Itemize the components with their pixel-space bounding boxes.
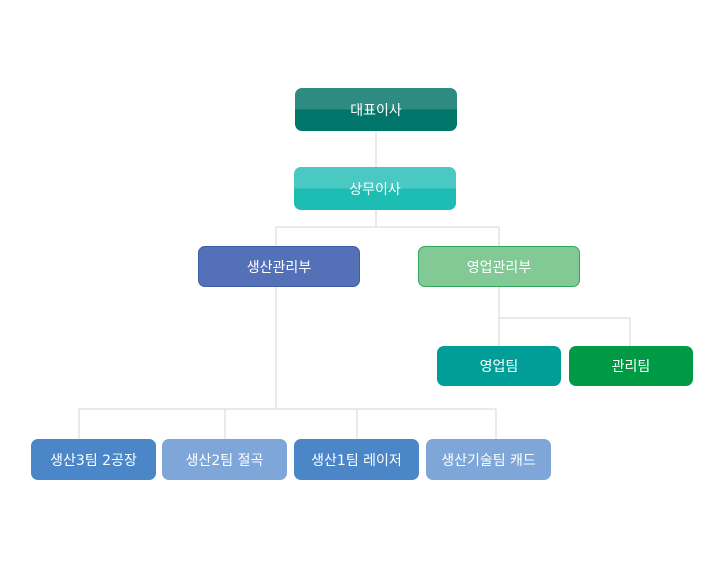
production-dept-label: 생산관리부 — [246, 259, 312, 276]
sales-dept-label: 영업관리부 — [466, 259, 532, 276]
sales-team-label: 영업팀 — [479, 359, 519, 375]
admin-team-label: 관리팀 — [611, 359, 651, 375]
production-team-3-box: 생산3팀 2공장 — [31, 439, 156, 480]
production-dept-box: 생산관리부 — [198, 246, 360, 287]
production-team-1-label: 생산1팀 레이저 — [311, 452, 402, 469]
production-team-1-box: 생산1팀 레이저 — [294, 439, 419, 480]
sales-dept-box: 영업관리부 — [418, 246, 580, 287]
production-team-3-label: 생산3팀 2공장 — [50, 452, 137, 469]
admin-team-box: 관리팀 — [569, 346, 693, 386]
managing-director-box: 상무이사 — [294, 167, 456, 210]
sales-team-box: 영업팀 — [437, 346, 561, 386]
ceo-box: 대표이사 — [295, 88, 457, 131]
ceo-label: 대표이사 — [350, 102, 402, 119]
managing-director-label: 상무이사 — [349, 181, 401, 198]
production-tech-team-label: 생산기술팀 캐드 — [441, 452, 536, 469]
production-team-2-box: 생산2팀 절곡 — [162, 439, 287, 480]
production-team-2-label: 생산2팀 절곡 — [185, 452, 264, 469]
production-tech-team-box: 생산기술팀 캐드 — [426, 439, 551, 480]
